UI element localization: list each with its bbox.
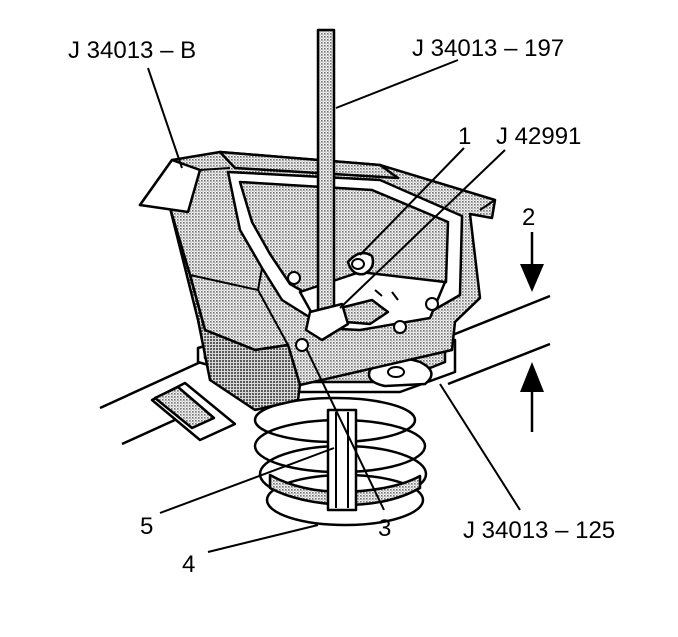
callout-2: 2 [522, 204, 535, 231]
control-arm [99, 294, 551, 446]
callout-4: 4 [182, 551, 195, 578]
callout-5: 5 [140, 513, 153, 540]
label-j42991: J 42991 [496, 123, 581, 150]
arrow-2 [520, 232, 544, 432]
label-j34013-b: J 34013 – B [68, 37, 196, 64]
callout-3: 3 [378, 515, 391, 542]
coil-spring [253, 396, 428, 527]
rod-j34013-197 [304, 28, 350, 342]
callout-1: 1 [458, 123, 471, 150]
label-j34013-125: J 34013 – 125 [463, 517, 615, 544]
leader-lines [147, 59, 521, 553]
label-j34013-197: J 34013 – 197 [412, 35, 564, 62]
